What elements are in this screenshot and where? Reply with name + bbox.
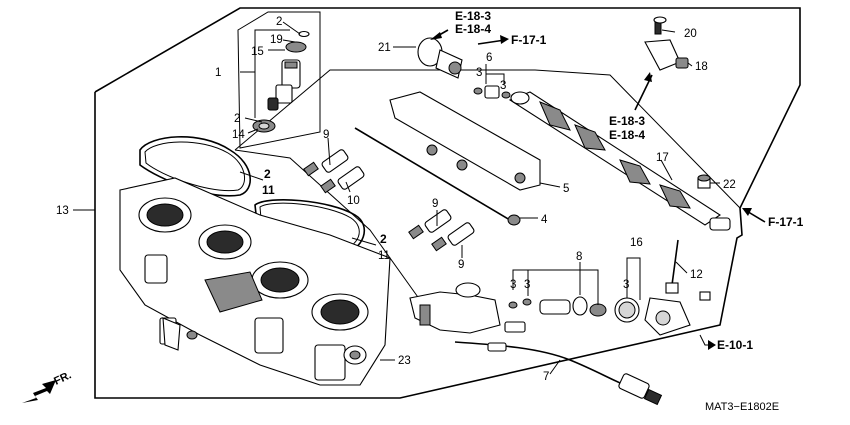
callout-21: 21 [378,42,391,54]
callout-14: 14 [232,129,245,141]
injector-subframe [237,11,321,149]
fuel-injector [252,30,310,133]
callout-3: 3 [524,279,530,291]
ref-e-18-3-top: E-18-3 [455,9,491,23]
throttle-body [119,177,391,386]
idle-control-assembly [409,282,607,334]
callout-17: 17 [656,152,669,164]
injector-pair-upper [303,149,365,194]
callout-1: 1 [215,67,221,79]
fitting-6 [473,85,511,99]
outer-frame [94,7,801,399]
ref-f-17-1-top: F-17-1 [511,33,547,47]
ref-e-18-4-right: E-18-4 [609,128,645,142]
callout-7: 7 [543,371,549,383]
pressure-regulator [417,37,463,79]
rail-rod [354,127,521,226]
callout-16: 16 [630,237,643,249]
callout-15: 15 [251,46,264,58]
callout-9: 9 [323,129,329,141]
bolt-22 [697,174,711,189]
callout-11: 11 [378,250,390,262]
throttle-body-clip [162,317,181,351]
leader-lines [73,21,720,375]
front-direction-arrow: FR. [22,369,73,403]
callout-20: 20 [684,28,697,40]
callout-23: 23 [398,355,411,367]
callout-6: 6 [486,52,492,64]
fuel-rail [508,91,731,231]
callout-4: 4 [541,214,548,226]
callout-8: 8 [576,251,582,263]
callout-2: 2 [234,113,240,125]
callout-3: 3 [476,67,482,79]
ref-e-18-4-top: E-18-4 [455,22,491,36]
callout-3: 3 [500,80,506,92]
map-sensor [644,16,689,71]
starter-valve [614,239,711,336]
ref-f-17-1-right: F-17-1 [768,215,804,229]
callout-2: 2 [276,16,282,28]
callout-10: 10 [347,195,360,207]
callout-2: 2 [380,232,387,246]
callout-22: 22 [723,179,736,191]
callout-11: 11 [262,183,275,197]
fuel-rail-subframe [234,69,741,209]
callout-19: 19 [270,34,283,46]
callout-2: 2 [264,167,271,181]
rail-bracket [389,91,541,191]
callout-9: 9 [458,259,464,271]
reference-codes: E-18-3 E-18-4 F-17-1 E-18-3 E-18-4 F-17-… [455,9,804,352]
callout-9: 9 [432,198,438,210]
callout-18: 18 [695,61,708,73]
callout-3: 3 [623,279,629,291]
callout-labels: 1 2 19 15 2 14 21 6 3 3 20 18 9 10 2 11 … [56,16,736,383]
part-code: MAT3−E1802E [705,401,779,413]
callout-13: 13 [56,205,69,217]
injector-pair-lower [408,209,475,252]
ref-e-18-3-right: E-18-3 [609,114,645,128]
reference-arrows [430,29,766,350]
throttle-cable [454,341,663,406]
callout-12: 12 [690,269,703,281]
ref-e-10-1: E-10-1 [717,338,753,352]
callout-5: 5 [563,183,569,195]
front-direction-label: FR. [52,369,73,387]
callout-3: 3 [510,279,516,291]
